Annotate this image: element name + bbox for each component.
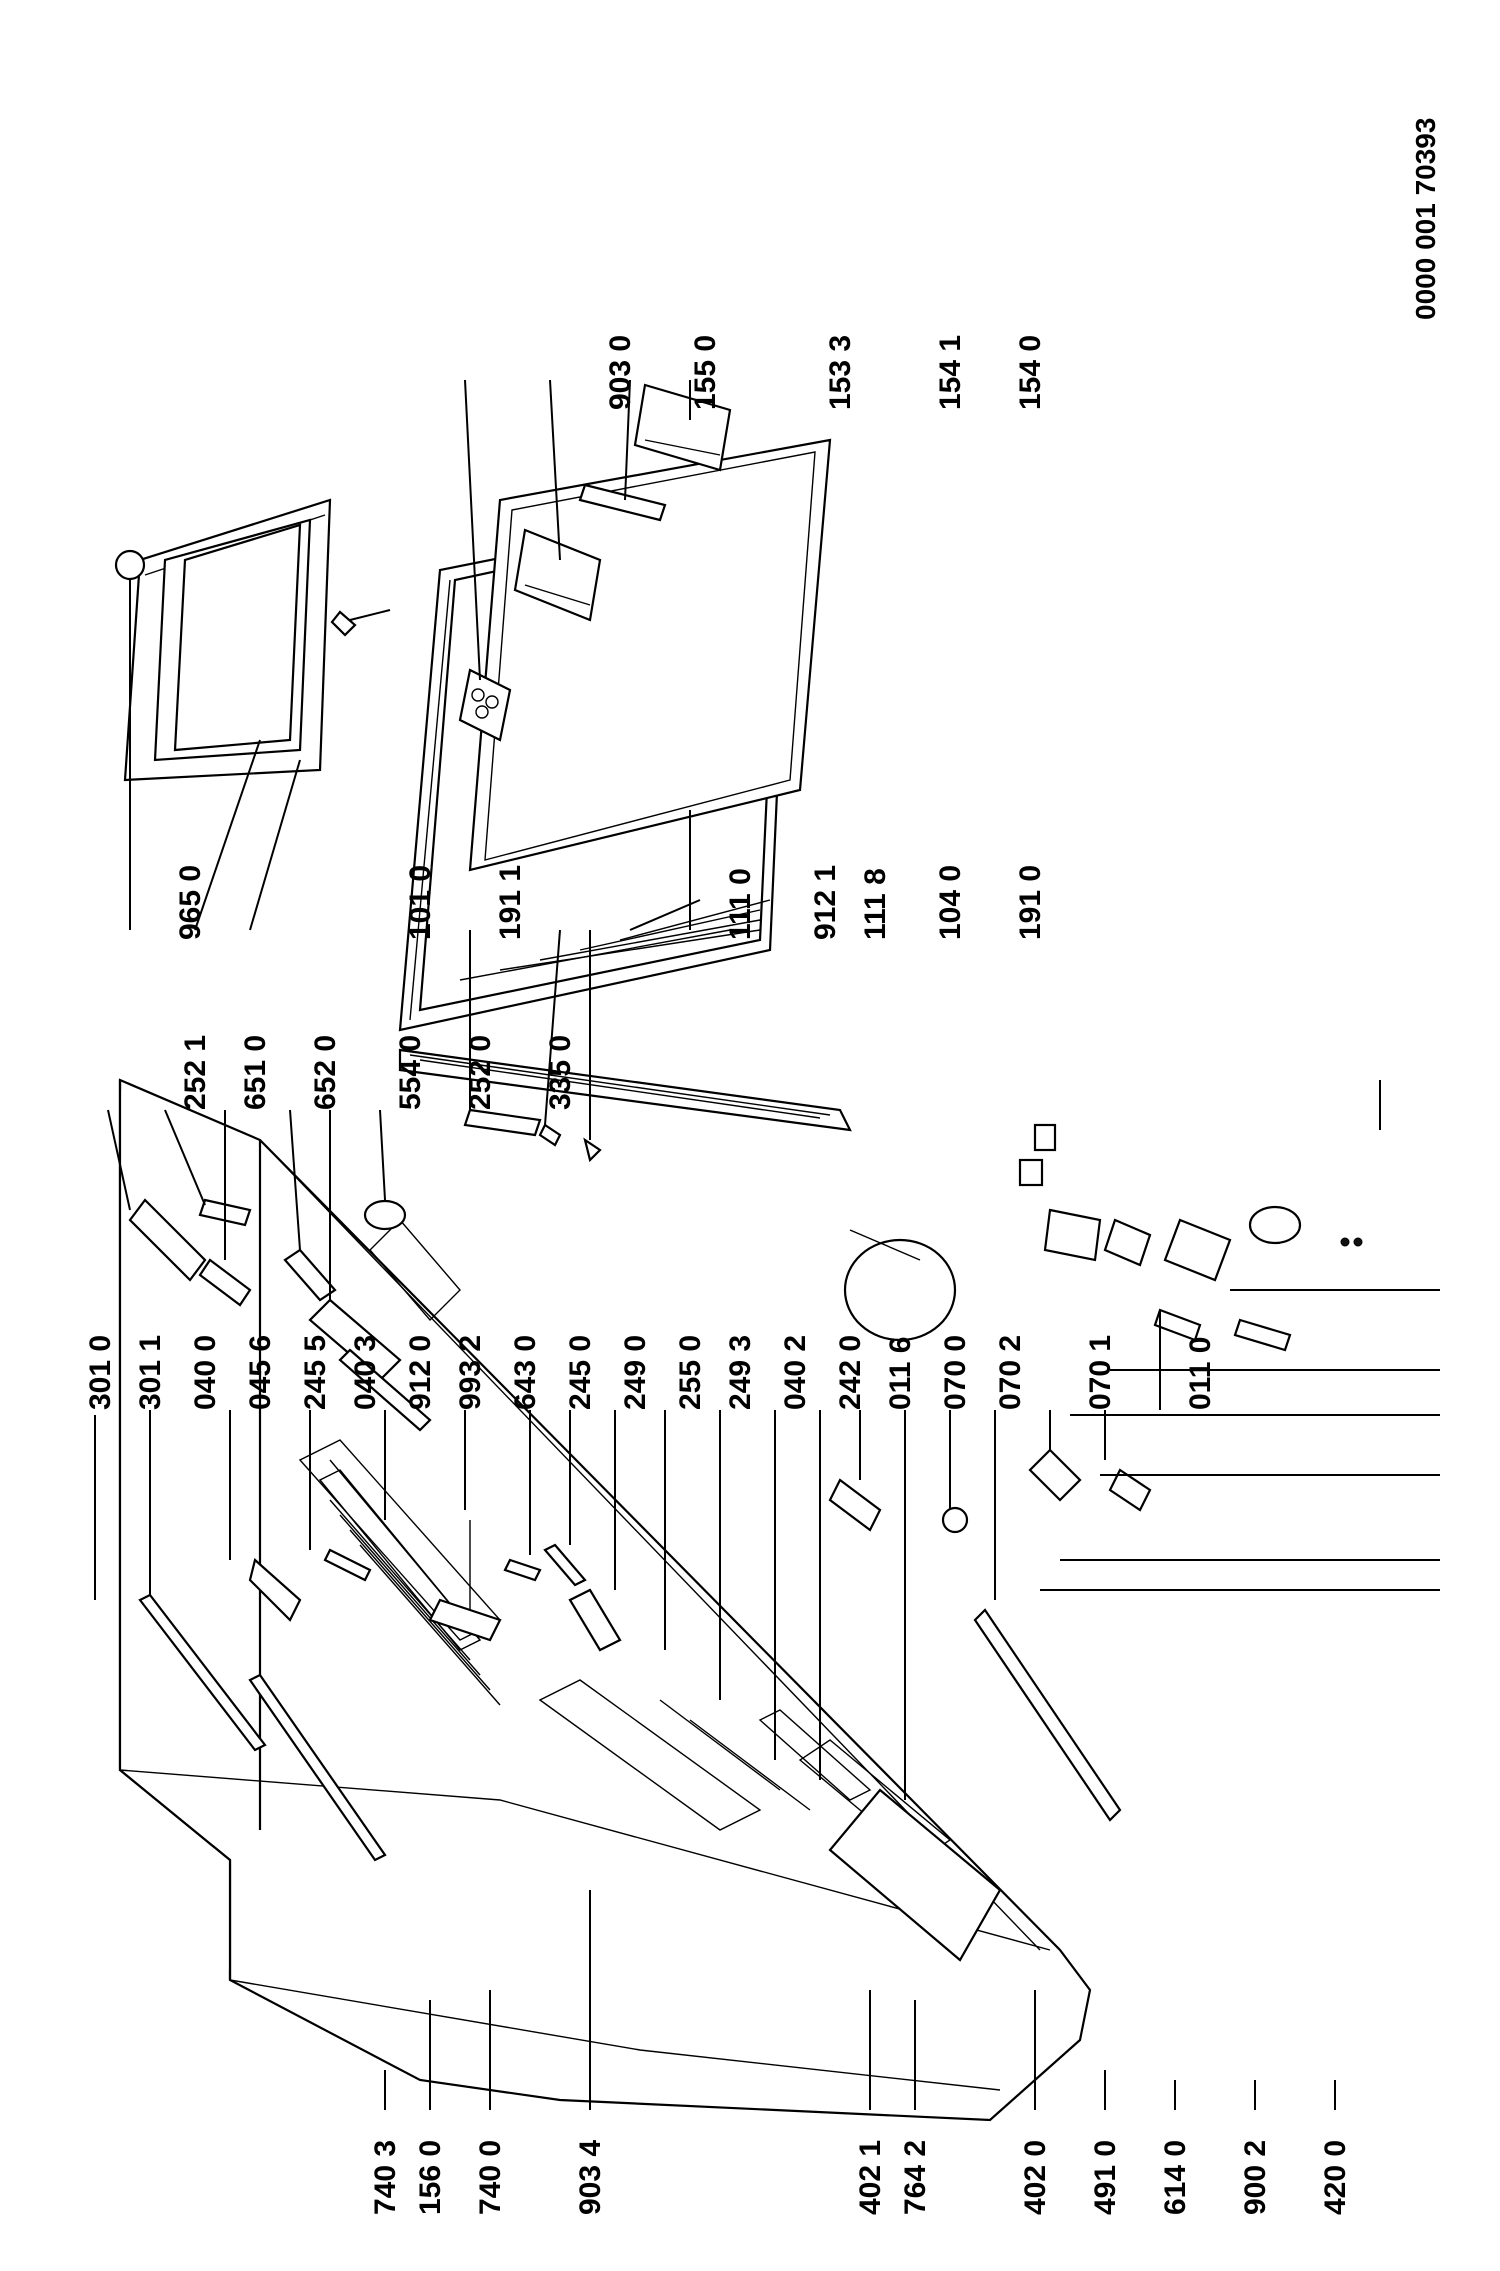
part-643-0: [568, 1588, 622, 1652]
label-101-0: 101 0: [404, 865, 437, 940]
label-191-0: 191 0: [1014, 865, 1047, 940]
label-402-0: 402 0: [1019, 2140, 1052, 2215]
label-249-0: 249 0: [619, 1335, 652, 1410]
label-965-0: 965 0: [174, 865, 207, 940]
label-040-2: 040 2: [779, 1335, 812, 1410]
knob-965-0: [114, 549, 146, 581]
label-651-0: 651 0: [239, 1035, 272, 1110]
label-040-3: 040 3: [349, 1335, 382, 1410]
pin-045-6: [323, 1548, 372, 1582]
foot-011-6: [941, 1506, 969, 1534]
relay-491-0: [1043, 1208, 1102, 1262]
hinge-111-0: [463, 1108, 542, 1137]
label-764-2: 764 2: [899, 2140, 932, 2215]
leader-lines: [94, 379, 1440, 1800]
hinge-040-0: [248, 1557, 302, 1622]
label-111-8: 111 8: [859, 868, 892, 940]
screw-912-0: [503, 1558, 542, 1582]
label-242-0: 242 0: [834, 1335, 867, 1410]
fridge-door-group: [330, 438, 832, 1163]
control-group: [128, 1198, 432, 1432]
door-shelves: [458, 383, 732, 742]
part-993-2: [543, 1543, 587, 1587]
freezer-door-group: [114, 498, 332, 782]
label-554-0: 554 0: [394, 1035, 427, 1110]
label-614-0: 614 0: [1159, 2140, 1192, 2215]
foot-011-0: [1153, 1308, 1292, 1352]
label-070-1: 070 1: [1084, 1335, 1117, 1410]
label-153-3: 153 3: [824, 335, 857, 410]
thermostat-bracket: [428, 1520, 502, 1642]
label-402-1: 402 1: [854, 2140, 887, 2215]
label-104-0: 104 0: [934, 865, 967, 940]
part-040-2: [828, 1478, 882, 1532]
label-255-0: 255 0: [674, 1335, 707, 1410]
part-900-2: [1163, 1218, 1232, 1282]
label-740-3: 740 3: [369, 2140, 402, 2215]
shelf-bar-154-1: [578, 483, 667, 522]
label-156-0: 156 0: [414, 2140, 447, 2215]
label-011-6: 011 6: [884, 1337, 917, 1410]
label-903-4: 903 4: [574, 2140, 607, 2215]
document-number: 0000 001 70393: [1410, 118, 1441, 320]
label-045-6: 045 6: [244, 1335, 277, 1410]
label-652-0: 652 0: [309, 1035, 342, 1110]
screw-903-0: [330, 610, 357, 637]
label-245-0: 245 0: [564, 1335, 597, 1410]
label-154-0: 154 0: [1014, 335, 1047, 410]
label-249-3: 249 3: [724, 1335, 757, 1410]
label-740-0: 740 0: [474, 2140, 507, 2215]
part-070-2: [1028, 1448, 1082, 1502]
bottom-leader-lines: [384, 1890, 1336, 2110]
label-070-0: 070 0: [939, 1335, 972, 1410]
door-shelf-153-3: [513, 528, 602, 622]
door-shelf-154-0: [633, 383, 732, 472]
label-191-1: 191 1: [494, 865, 527, 940]
label-155-0: 155 0: [689, 335, 722, 410]
label-111-0: 111 0: [724, 868, 757, 940]
capacitor-420-0: [1248, 1205, 1302, 1245]
label-420-0: 420 0: [1319, 2140, 1352, 2215]
part-740-3: [1033, 1123, 1057, 1152]
freezer-grid-upper: [318, 1469, 501, 1706]
label-154-1: 154 1: [934, 335, 967, 410]
label-011-0: 011 0: [1184, 1337, 1217, 1410]
part-614-0: [1103, 1218, 1152, 1267]
label-040-0: 040 0: [189, 1335, 222, 1410]
label-252-1: 252 1: [179, 1035, 212, 1110]
compressor: [843, 1238, 957, 1342]
label-245-5: 245 5: [299, 1335, 332, 1410]
label-643-0: 643 0: [509, 1335, 542, 1410]
label-252-0: 252 0: [464, 1035, 497, 1110]
label-070-2: 070 2: [994, 1335, 1027, 1410]
label-912-1: 912 1: [809, 865, 842, 940]
front-trim: [248, 1673, 387, 1862]
label-900-2: 900 2: [1239, 2140, 1272, 2215]
part-764-2: [1018, 1158, 1044, 1187]
label-912-0: 912 0: [404, 1335, 437, 1410]
label-335-0: 335 0: [544, 1035, 577, 1110]
label-491-0: 491 0: [1089, 2140, 1122, 2215]
label-993-2: 993 2: [454, 1335, 487, 1410]
part-070-1: [1108, 1468, 1152, 1512]
top-trim-bar: [138, 1593, 267, 1752]
label-301-0: 301 0: [84, 1335, 117, 1410]
label-301-1: 301 1: [134, 1335, 167, 1410]
part-labels: 301 0 301 1 040 0 045 6 245 5 040 3 912 …: [84, 118, 1441, 2215]
egg-tray: [458, 668, 512, 742]
label-903-0: 903 0: [604, 335, 637, 410]
